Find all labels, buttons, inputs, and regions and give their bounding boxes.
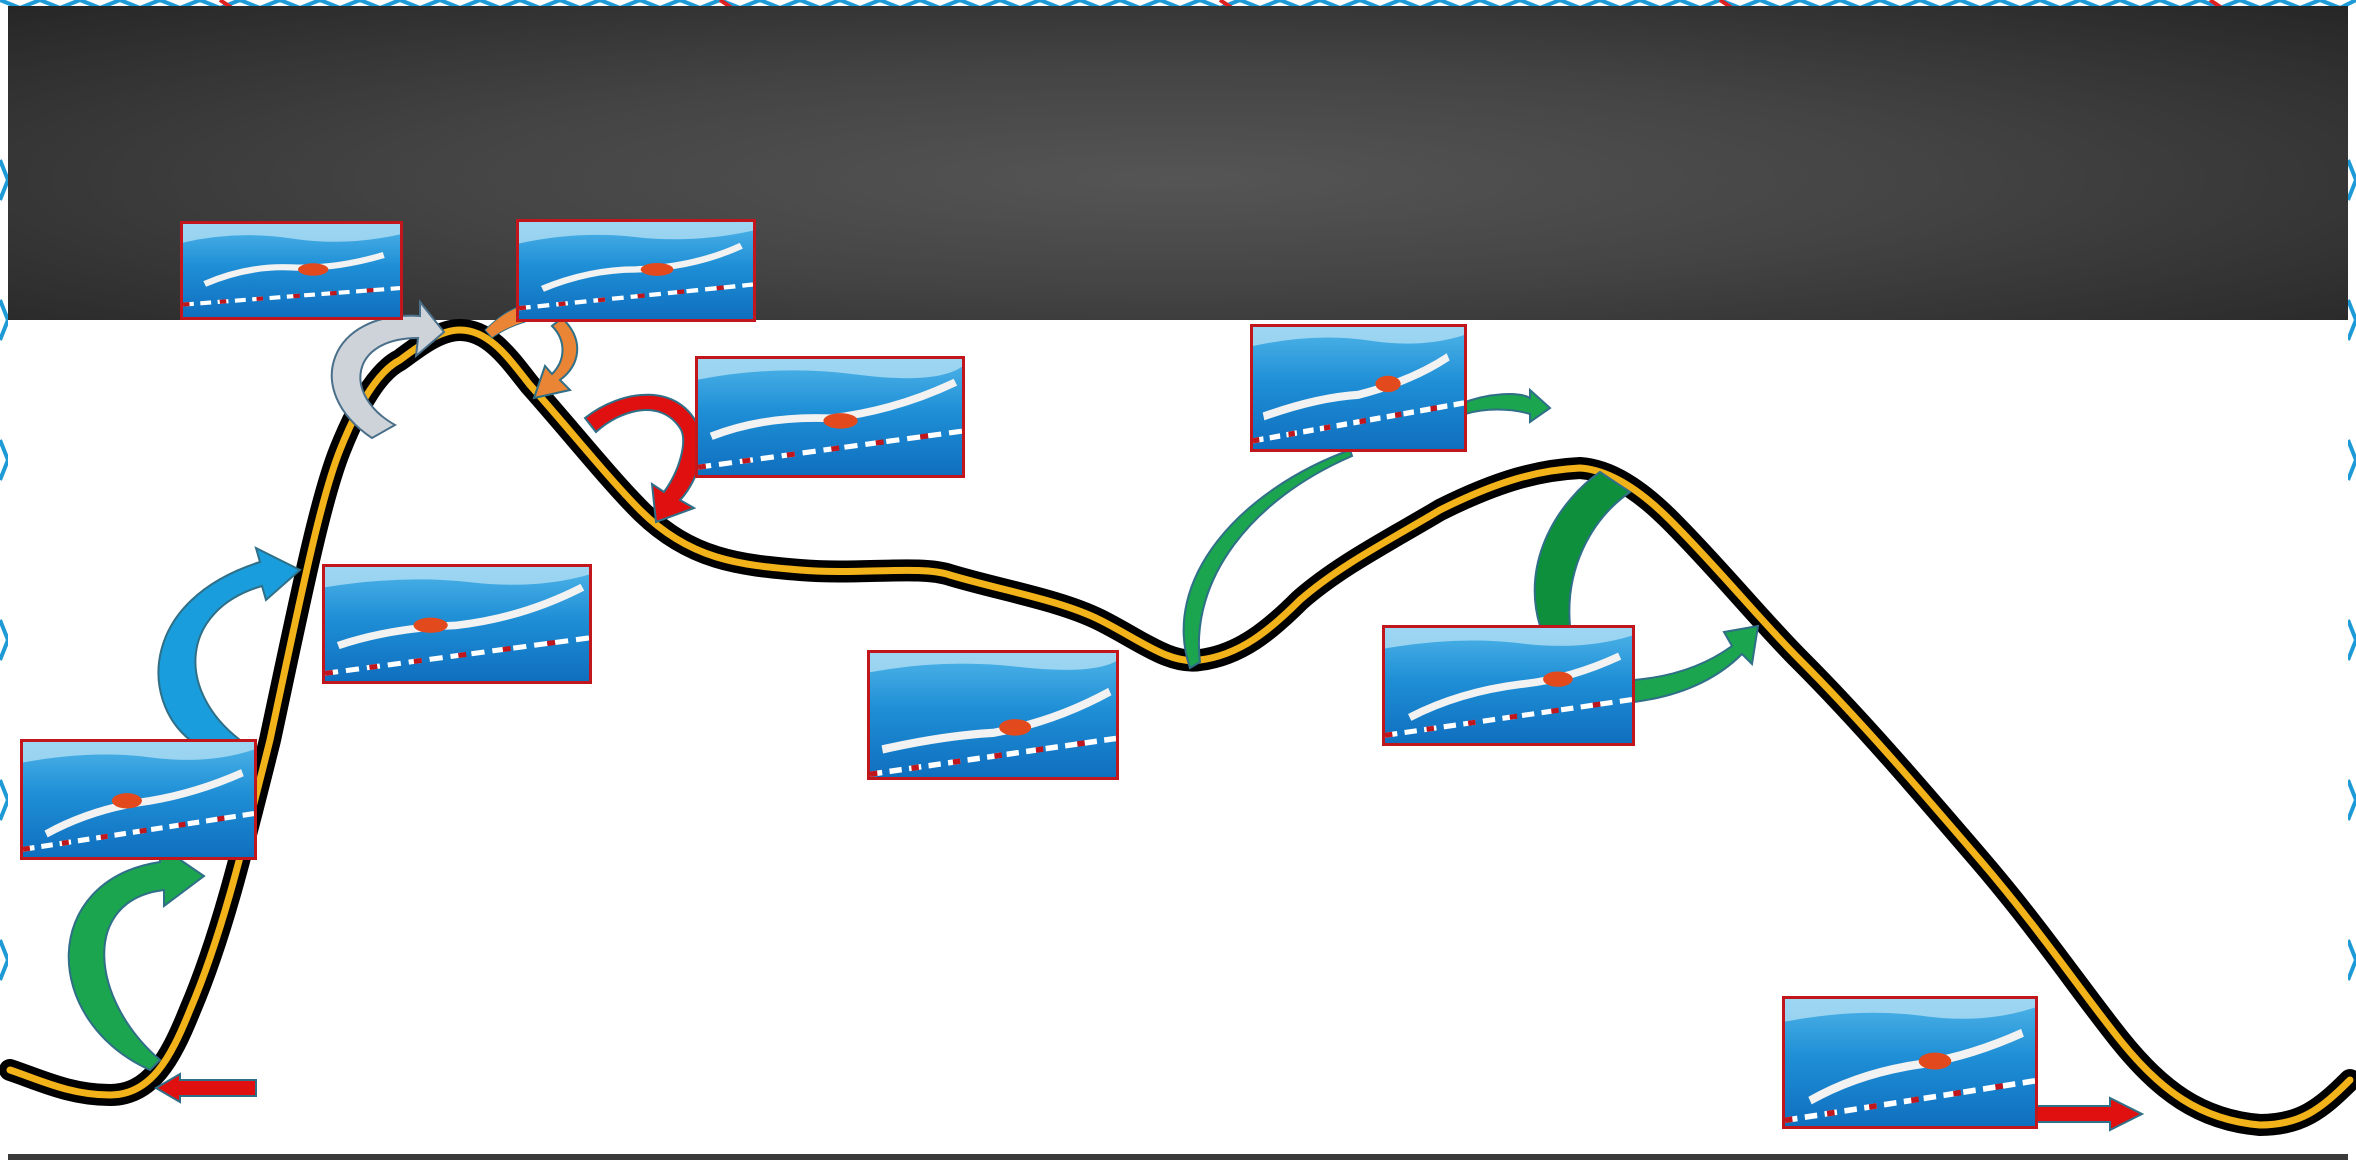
- straight-arrow-icon: [2035, 1096, 2145, 1132]
- bottom-rule: [8, 1154, 2348, 1160]
- swimmer-photo-icon: [1782, 996, 2038, 1129]
- swimmer-photo-icon: [867, 650, 1119, 780]
- swimmer-photo-icon: [322, 564, 592, 684]
- velocity-curve: [6, 326, 2354, 1129]
- decorative-top-border: [0, 0, 2356, 8]
- swimmer-photo-icon: [516, 219, 756, 322]
- curved-arrow-icon: [484, 305, 526, 339]
- swimmer-photo-icon: [695, 356, 965, 478]
- straight-arrow-icon: [154, 1072, 257, 1104]
- curved-arrow-icon: [1633, 624, 1760, 704]
- curved-arrow-icon: [583, 393, 703, 524]
- curved-arrow-icon: [157, 546, 302, 741]
- curved-arrow-icon: [331, 299, 446, 440]
- curved-arrow-icon: [1533, 470, 1632, 627]
- swimmer-photo-icon: [180, 221, 403, 320]
- curved-arrow-icon: [1182, 448, 1354, 670]
- swimmer-photo-icon: [20, 739, 257, 860]
- swimmer-photo-icon: [1382, 625, 1635, 746]
- curved-arrow-icon: [532, 316, 579, 400]
- curved-arrow-icon: [1458, 387, 1552, 424]
- swimmer-photo-icon: [1250, 324, 1467, 452]
